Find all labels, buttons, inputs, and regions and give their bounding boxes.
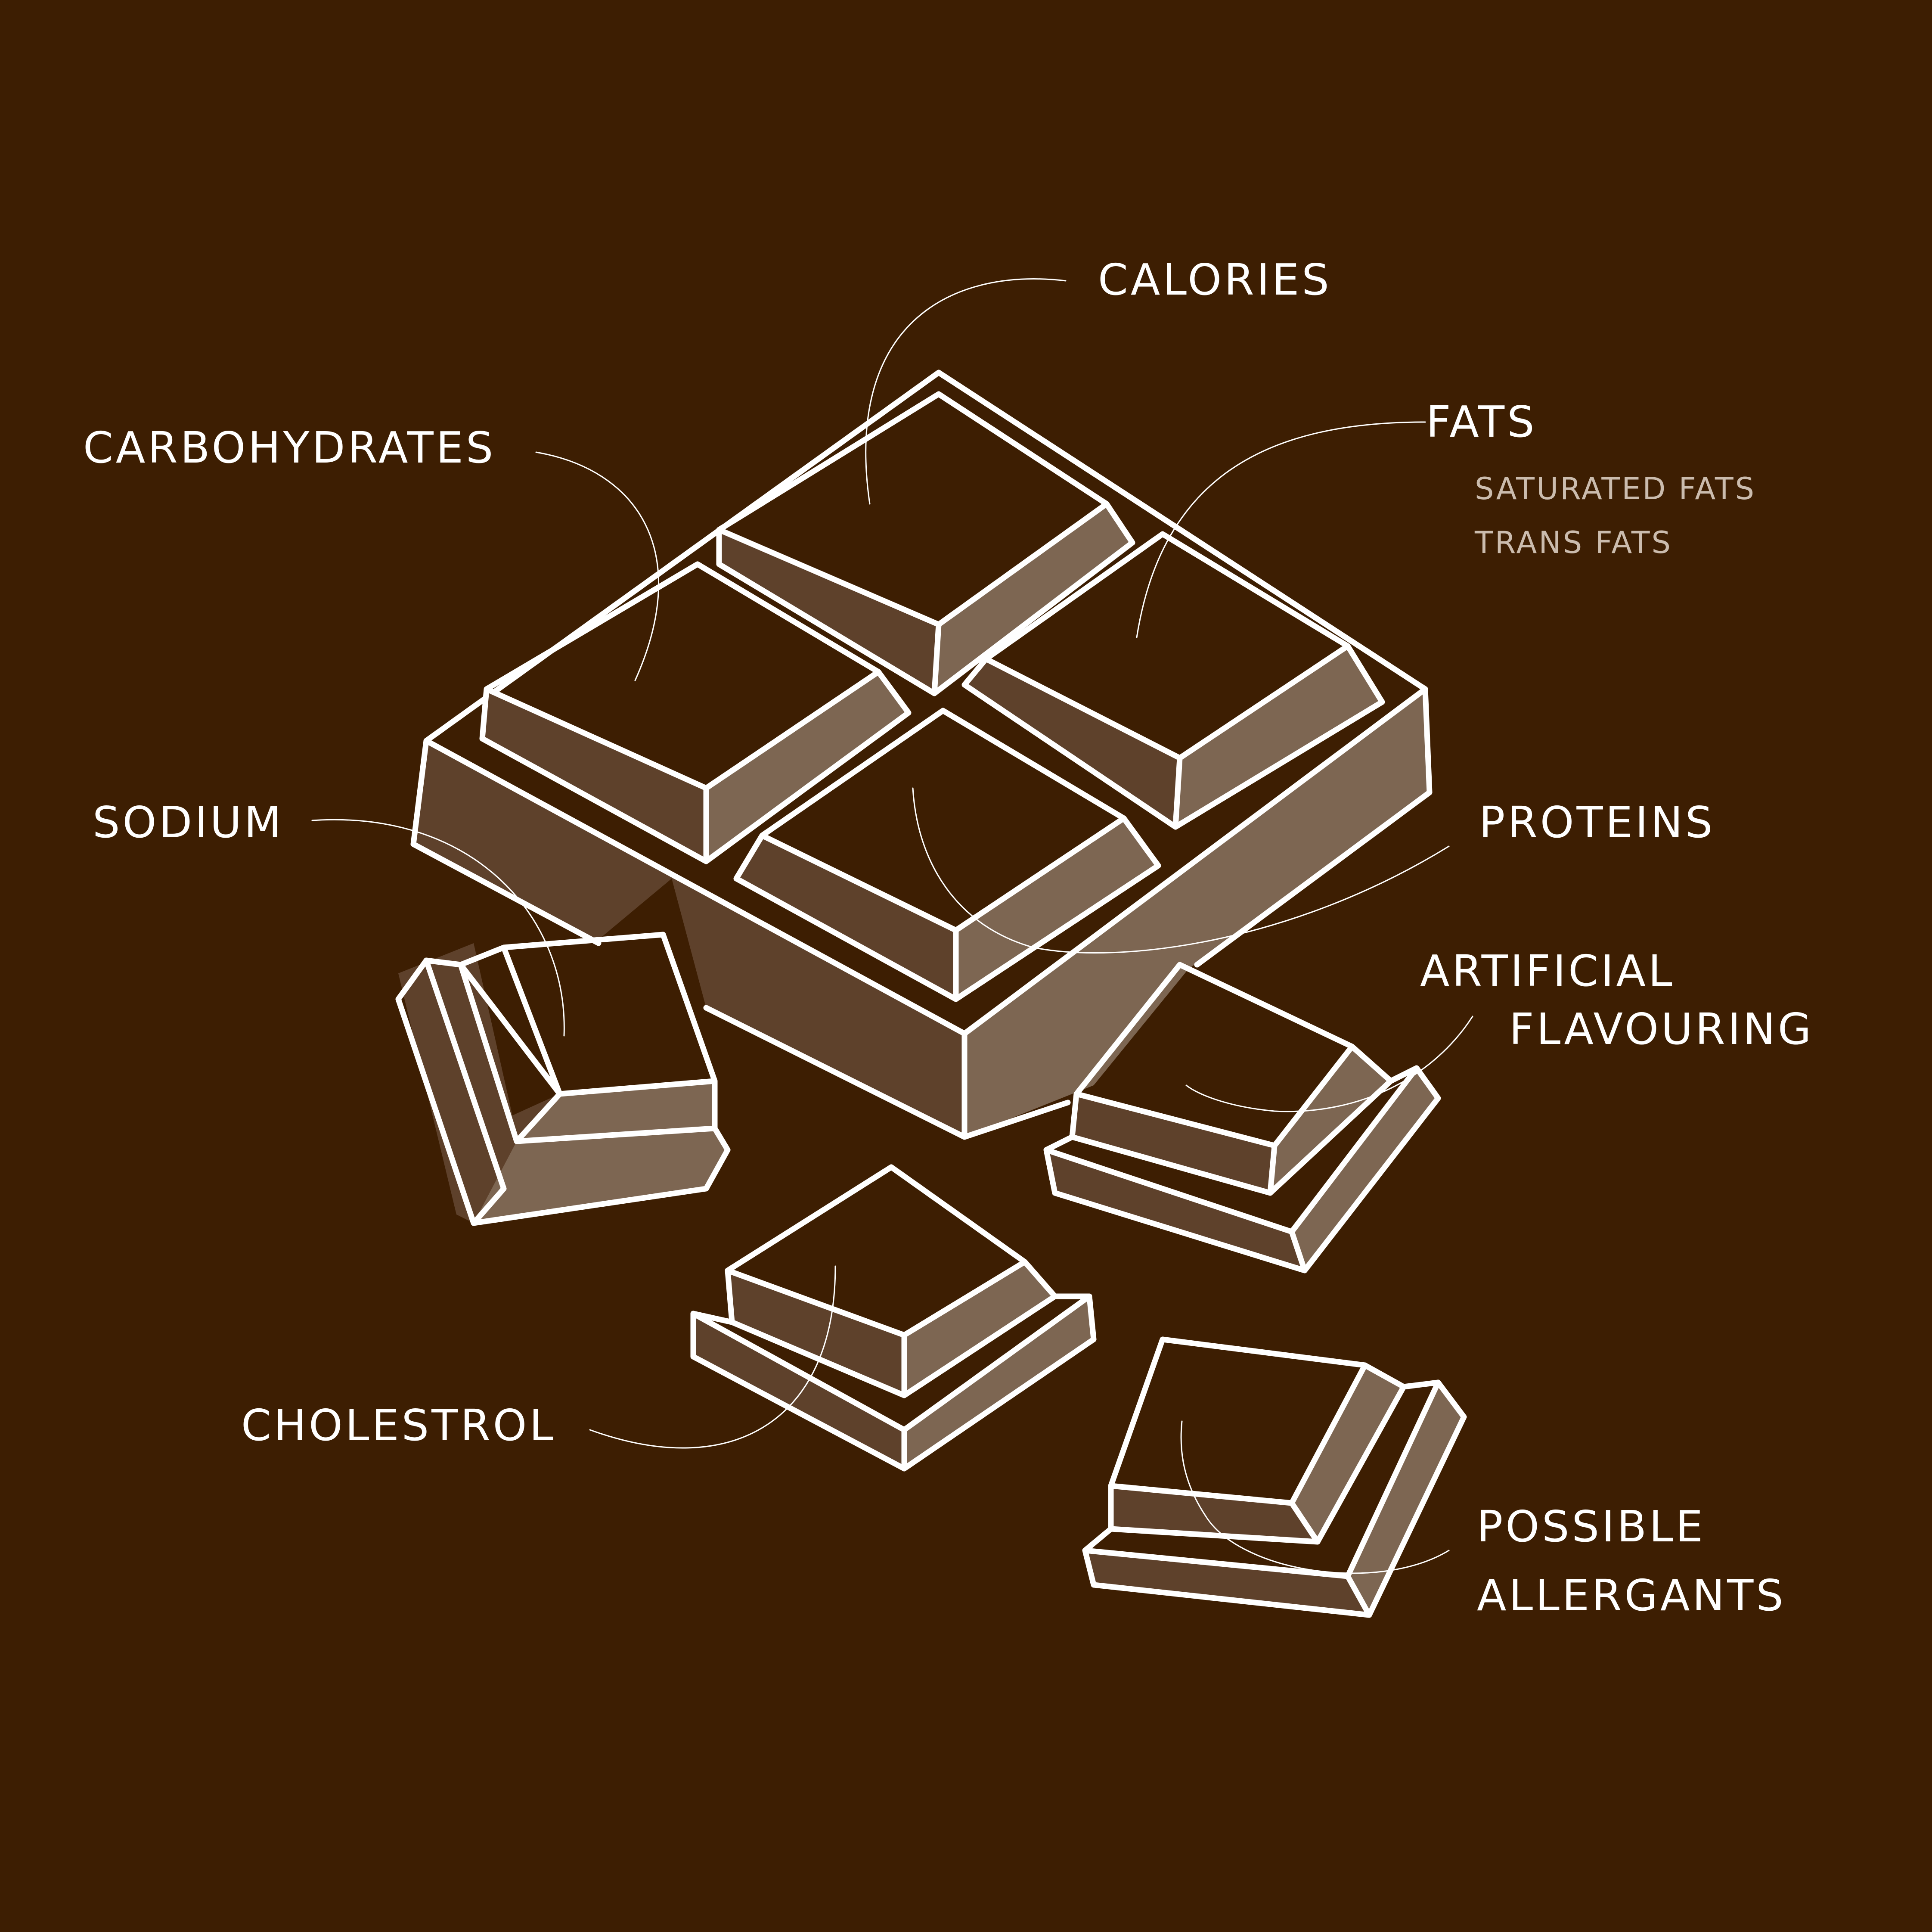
label-allergants: ALLERGANTS — [1477, 1570, 1786, 1621]
leader-allergants — [1180, 1420, 1450, 1574]
label-flavouring: FLAVOURING — [1509, 1004, 1814, 1054]
label-sodium: SODIUM — [93, 797, 284, 848]
leader-cholestrol — [589, 1265, 836, 1449]
chocolate-bar — [410, 370, 1433, 1140]
leader-artificial — [1185, 1016, 1473, 1112]
leader-proteins — [912, 787, 1450, 954]
label-saturated-fats: SATURATED FATS — [1475, 471, 1756, 506]
chocolate-piece-bottom-right — [1082, 1336, 1467, 1618]
label-calories: CALORIES — [1098, 255, 1332, 305]
leader-calories — [865, 278, 1067, 505]
chocolate-piece-bottom-center — [690, 1164, 1097, 1472]
label-fats: FATS — [1426, 397, 1537, 447]
chocolate-piece-left — [395, 932, 731, 1226]
leader-lines — [311, 278, 1473, 1574]
label-artificial: ARTIFICIAL — [1420, 946, 1675, 996]
label-cholestrol: CHOLESTROL — [241, 1400, 556, 1451]
label-proteins: PROTEINS — [1479, 797, 1715, 848]
leader-sodium — [311, 819, 565, 1037]
label-possible: POSSIBLE — [1477, 1501, 1706, 1552]
chocolate-piece-right — [1043, 962, 1441, 1274]
label-trans-fats: TRANS FATS — [1475, 525, 1672, 560]
leader-carbohydrates — [535, 451, 660, 681]
label-carbohydrates: CARBOHYDRATES — [83, 422, 496, 473]
leader-fats — [1136, 421, 1426, 638]
